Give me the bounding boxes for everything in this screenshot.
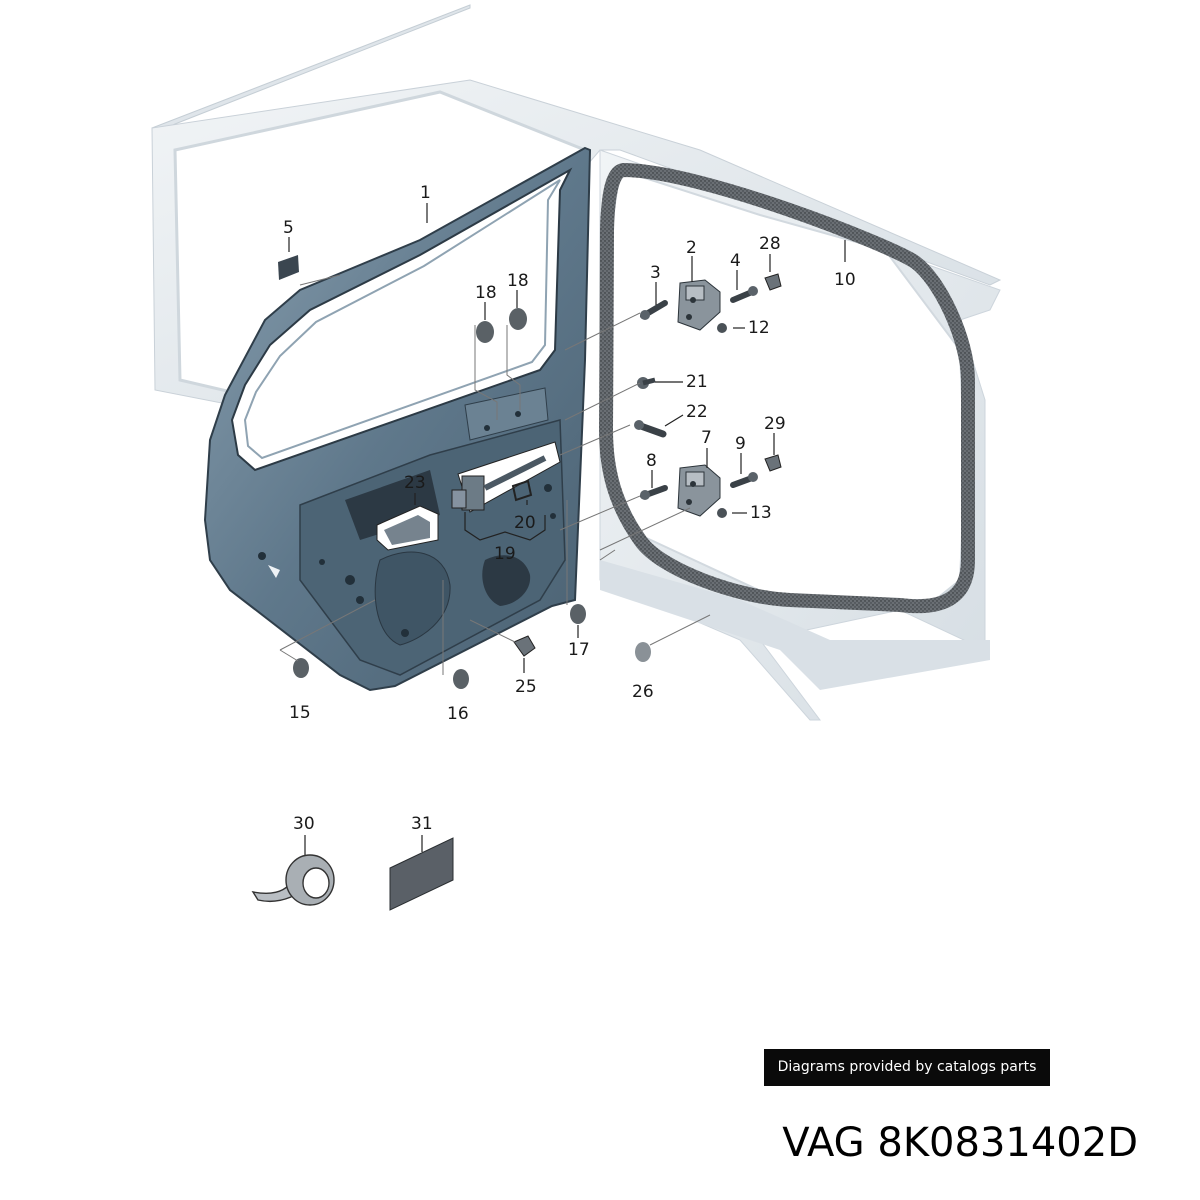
sticker-5 <box>278 255 299 280</box>
bolt-4 <box>730 286 758 303</box>
callout-18-left: 18 <box>475 283 497 303</box>
callout-8: 8 <box>646 451 657 471</box>
callout-10: 10 <box>834 270 856 290</box>
callout-31: 31 <box>411 814 433 834</box>
callout-13: 13 <box>750 503 772 523</box>
callout-1: 1 <box>420 183 431 203</box>
callout-23: 23 <box>404 473 426 493</box>
callout-28: 28 <box>759 234 781 254</box>
leader-lines <box>288 203 846 855</box>
callout-15: 15 <box>289 703 311 723</box>
nut-13 <box>717 508 727 518</box>
nut-28 <box>764 273 782 291</box>
reference-lines <box>279 274 711 675</box>
bolt-22 <box>634 420 667 438</box>
callout-25: 25 <box>515 677 537 697</box>
plug-15 <box>293 658 309 678</box>
callout-4: 4 <box>730 251 741 271</box>
callout-29: 29 <box>764 414 786 434</box>
plug-26 <box>635 642 651 662</box>
upper-hinge-2 <box>677 279 721 331</box>
callout-18-right: 18 <box>507 271 529 291</box>
plug-16 <box>453 669 469 689</box>
plug-18-right <box>509 308 527 330</box>
clip-25 <box>513 635 536 657</box>
nut-29 <box>764 454 782 472</box>
handle-bracket-23 <box>376 505 439 551</box>
callout-12: 12 <box>748 318 770 338</box>
lower-hinge-7 <box>677 464 721 517</box>
plug-18-left <box>476 321 494 343</box>
callout-7: 7 <box>701 428 712 448</box>
callout-19: 19 <box>494 544 516 564</box>
callout-21: 21 <box>686 372 708 392</box>
callout-22: 22 <box>686 402 708 422</box>
callout-16: 16 <box>447 704 469 724</box>
callout-17: 17 <box>568 640 590 660</box>
bolt-9 <box>730 472 758 488</box>
bolt-21 <box>637 377 656 389</box>
plug-17 <box>570 604 586 624</box>
door-seal-10 <box>599 163 975 614</box>
callout-30: 30 <box>293 814 315 834</box>
part-number: VAG 8K0831402D <box>782 1120 1138 1166</box>
callout-26: 26 <box>632 682 654 702</box>
door-check-19 <box>451 441 561 513</box>
callout-2: 2 <box>686 238 697 258</box>
callout-5: 5 <box>283 218 294 238</box>
nut-12 <box>717 323 727 333</box>
callout-9: 9 <box>735 434 746 454</box>
callout-labels: 1 2 3 4 5 7 8 9 10 12 13 15 16 17 18 18 … <box>283 183 856 834</box>
tape-roll-30 <box>251 854 335 906</box>
credit-banner: Diagrams provided by catalogs parts <box>764 1049 1050 1086</box>
bolt-8 <box>640 485 668 500</box>
door-shell-1 <box>203 146 592 692</box>
bolt-3 <box>640 300 668 320</box>
callout-20: 20 <box>514 513 536 533</box>
callout-3: 3 <box>650 263 661 283</box>
gasket-20 <box>511 479 533 502</box>
sheet-31 <box>389 837 454 911</box>
